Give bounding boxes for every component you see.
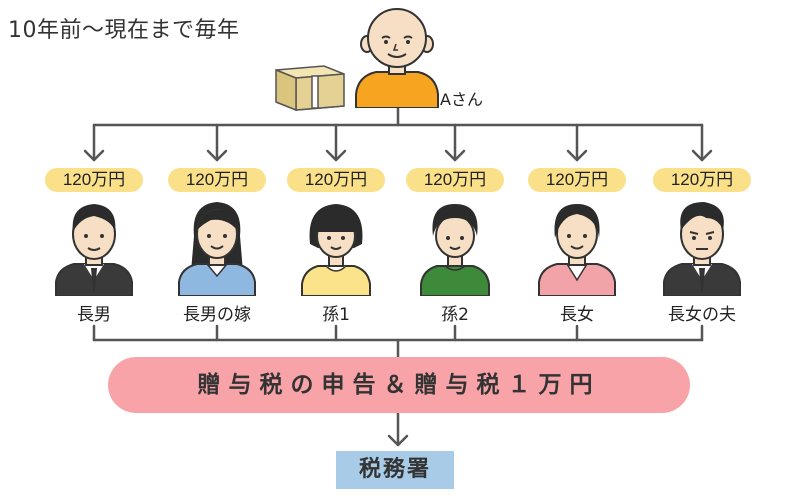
recipient-label: 長男 [77, 305, 111, 325]
gift-amount-badge: 120万円 [653, 168, 751, 192]
eldest-son-avatar [55, 204, 133, 296]
giver-avatar [355, 8, 439, 108]
son-wife-avatar [178, 202, 256, 296]
daughter-husband-avatar [663, 202, 741, 296]
gift-amount-badge: 120万円 [287, 168, 385, 192]
gift-amount-badge: 120万円 [528, 168, 626, 192]
gift-amount-badge: 120万円 [168, 168, 266, 192]
grandchild-1-avatar [301, 204, 371, 296]
recipient-label: 孫1 [322, 305, 350, 325]
recipient-label: 長男の嫁 [183, 305, 251, 325]
tax-filing-banner: 贈与税の申告＆贈与税１万円 [108, 357, 690, 413]
eldest-daughter-avatar [538, 204, 616, 296]
grandchild-2-avatar [420, 204, 490, 296]
tax-office-box: 税務署 [336, 451, 454, 489]
recipient-label: 孫2 [441, 305, 469, 325]
recipient-label: 長女の夫 [668, 305, 736, 325]
diagram-title: 10年前〜現在まで毎年 [8, 18, 240, 43]
gift-amount-badge: 120万円 [45, 168, 143, 192]
giver-label: Aさん [440, 90, 483, 109]
gift-amount-badge: 120万円 [406, 168, 504, 192]
recipient-label: 長女 [560, 305, 594, 325]
money-stack-icon [275, 65, 345, 112]
